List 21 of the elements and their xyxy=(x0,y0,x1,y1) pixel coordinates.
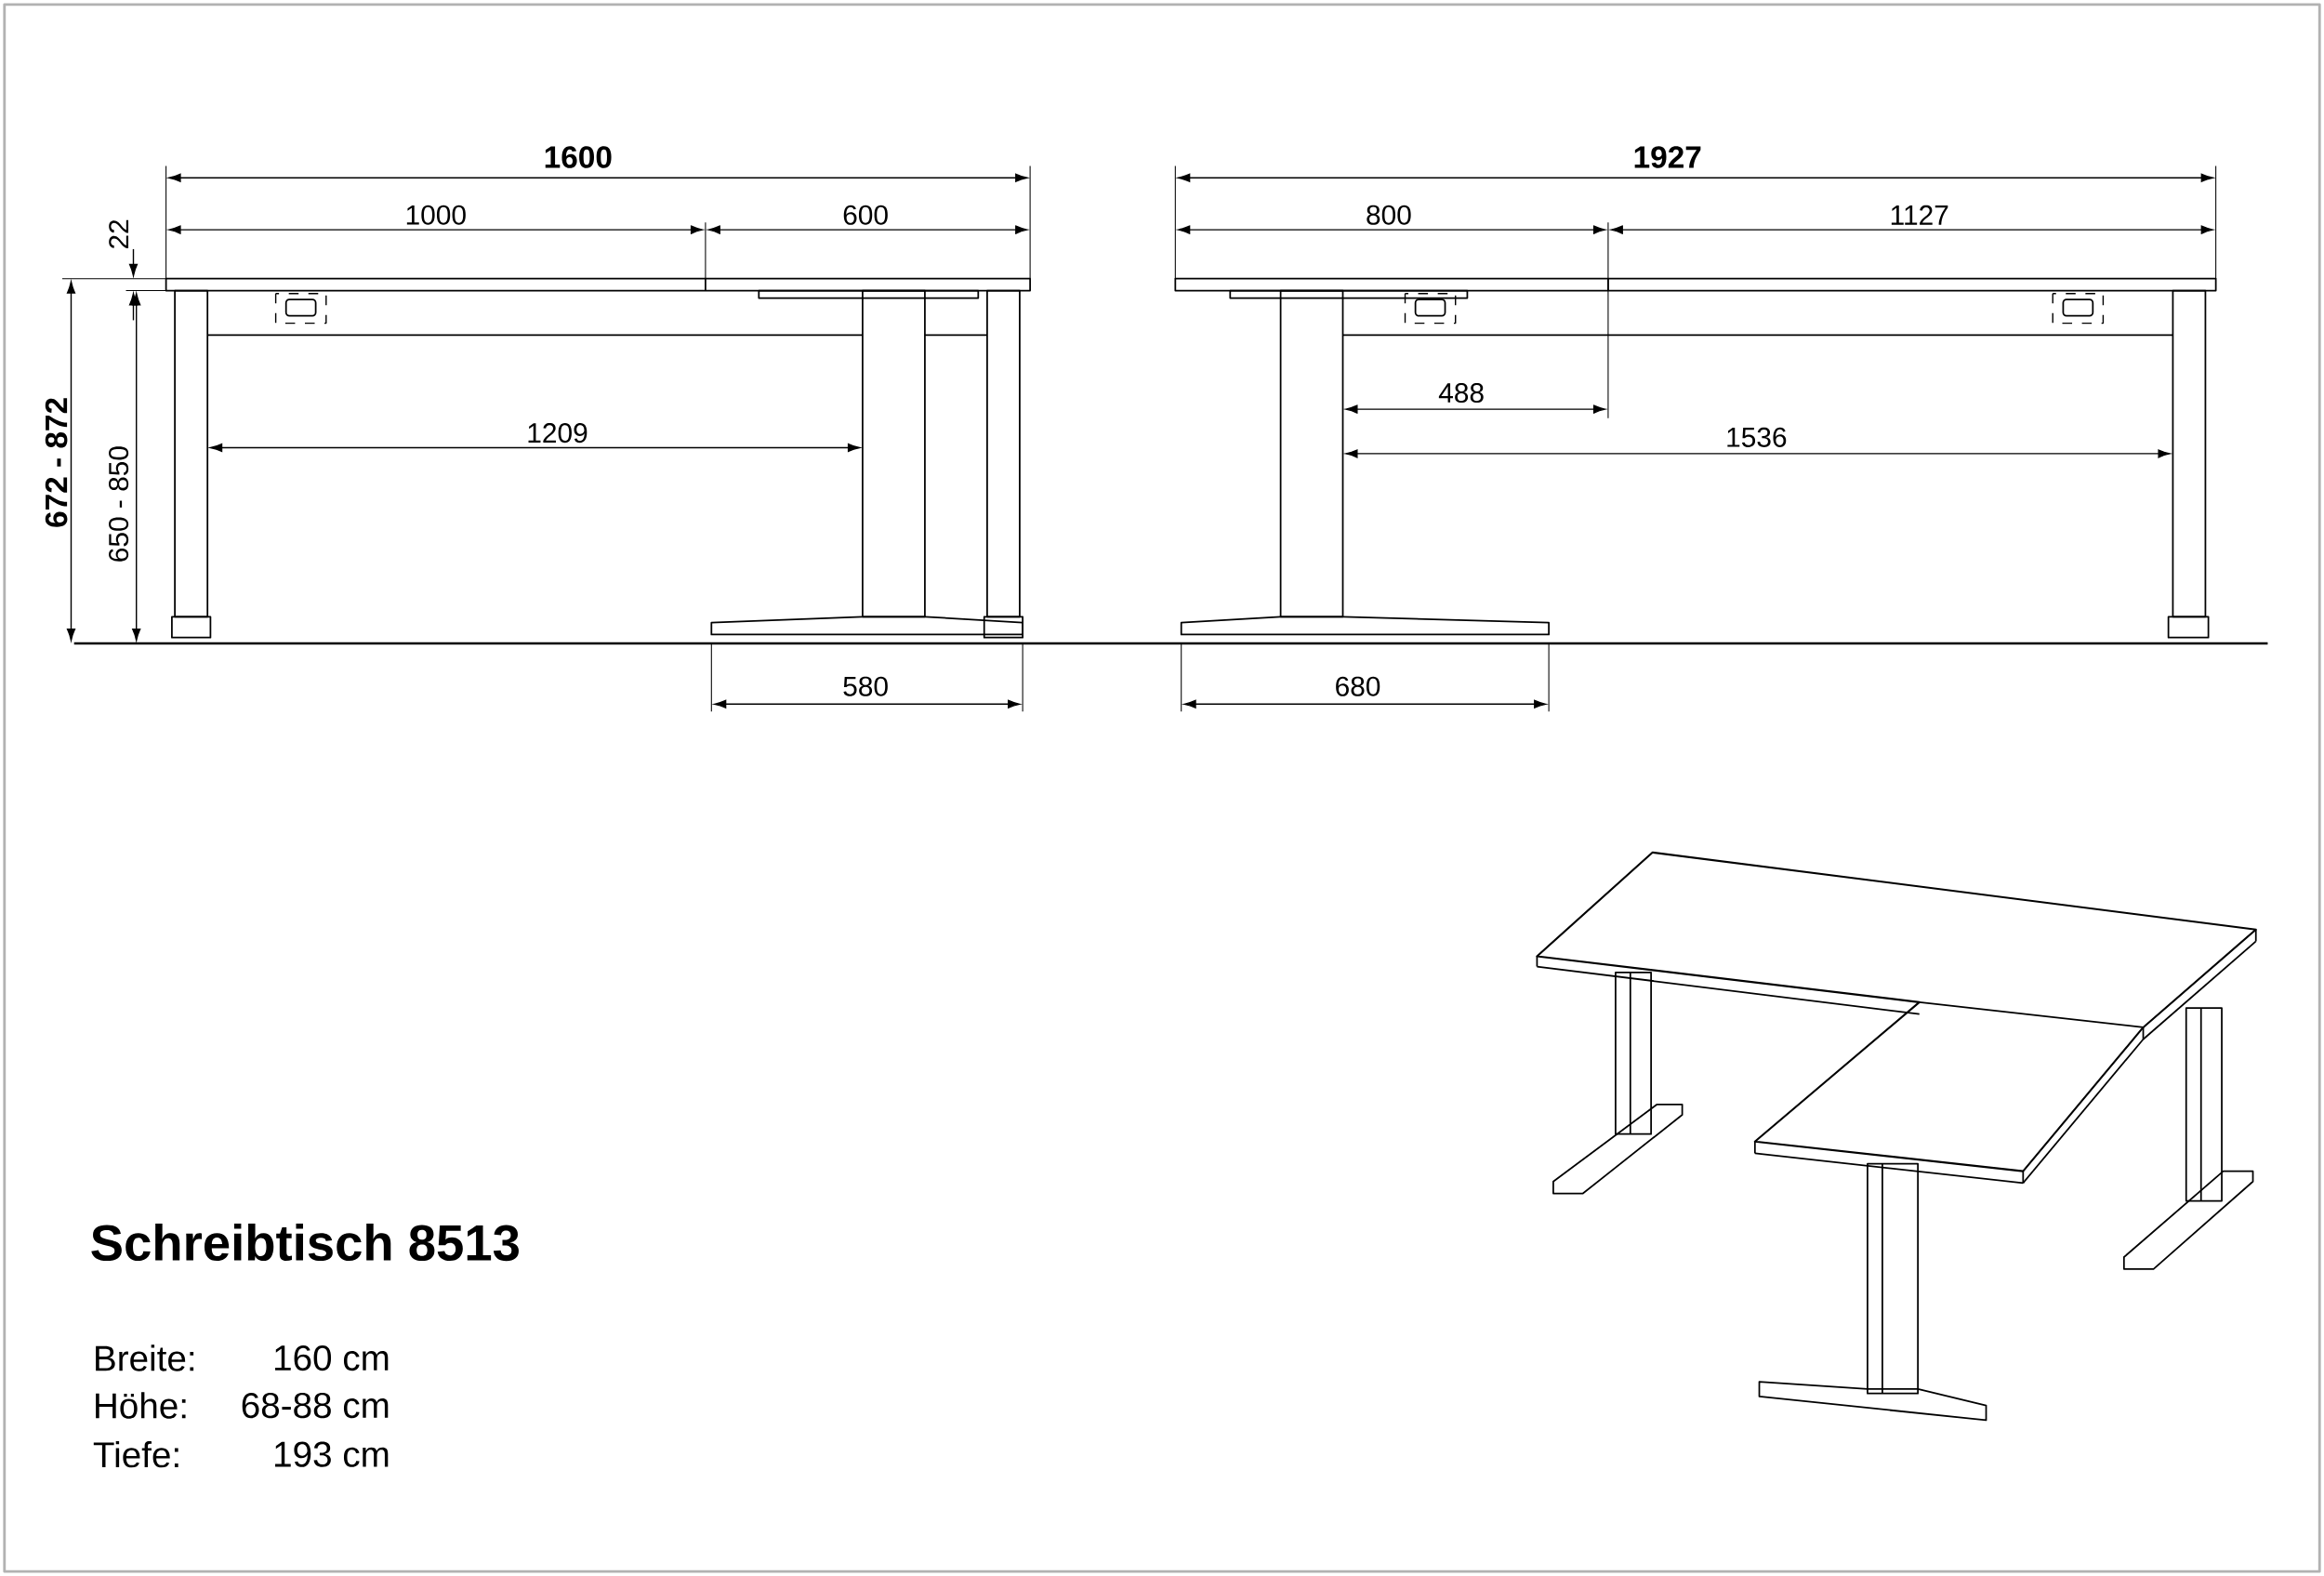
spec-text: Tiefe: xyxy=(93,1441,178,1468)
dimension-label: 1209 xyxy=(528,423,588,444)
dimension-label: 580 xyxy=(843,676,888,696)
dimension-label: 1536 xyxy=(1727,427,1787,447)
dimension-label: 22 xyxy=(109,219,129,249)
dimension-label: 600 xyxy=(843,205,888,225)
dimension-label: 672 - 872 xyxy=(45,398,68,527)
dimension-label: 1000 xyxy=(406,205,466,225)
spec-text: 193 cm xyxy=(275,1441,389,1467)
spec-text: Breite: xyxy=(96,1344,194,1371)
dimension-label: 800 xyxy=(1367,205,1411,225)
spec-text: 160 cm xyxy=(275,1345,389,1371)
title: Schreibtisch 8513 xyxy=(91,1224,519,1262)
dimension-label: 1127 xyxy=(1891,205,1948,225)
dimension-label: 1927 xyxy=(1634,146,1701,168)
spec-text: 68-88 cm xyxy=(242,1393,389,1419)
dimension-label: 1600 xyxy=(545,146,612,168)
dimension-label: 488 xyxy=(1438,383,1484,404)
spec-text: Höhe: xyxy=(96,1392,186,1419)
dimension-label: 650 - 850 xyxy=(109,446,129,562)
dimension-label: 680 xyxy=(1336,676,1380,696)
